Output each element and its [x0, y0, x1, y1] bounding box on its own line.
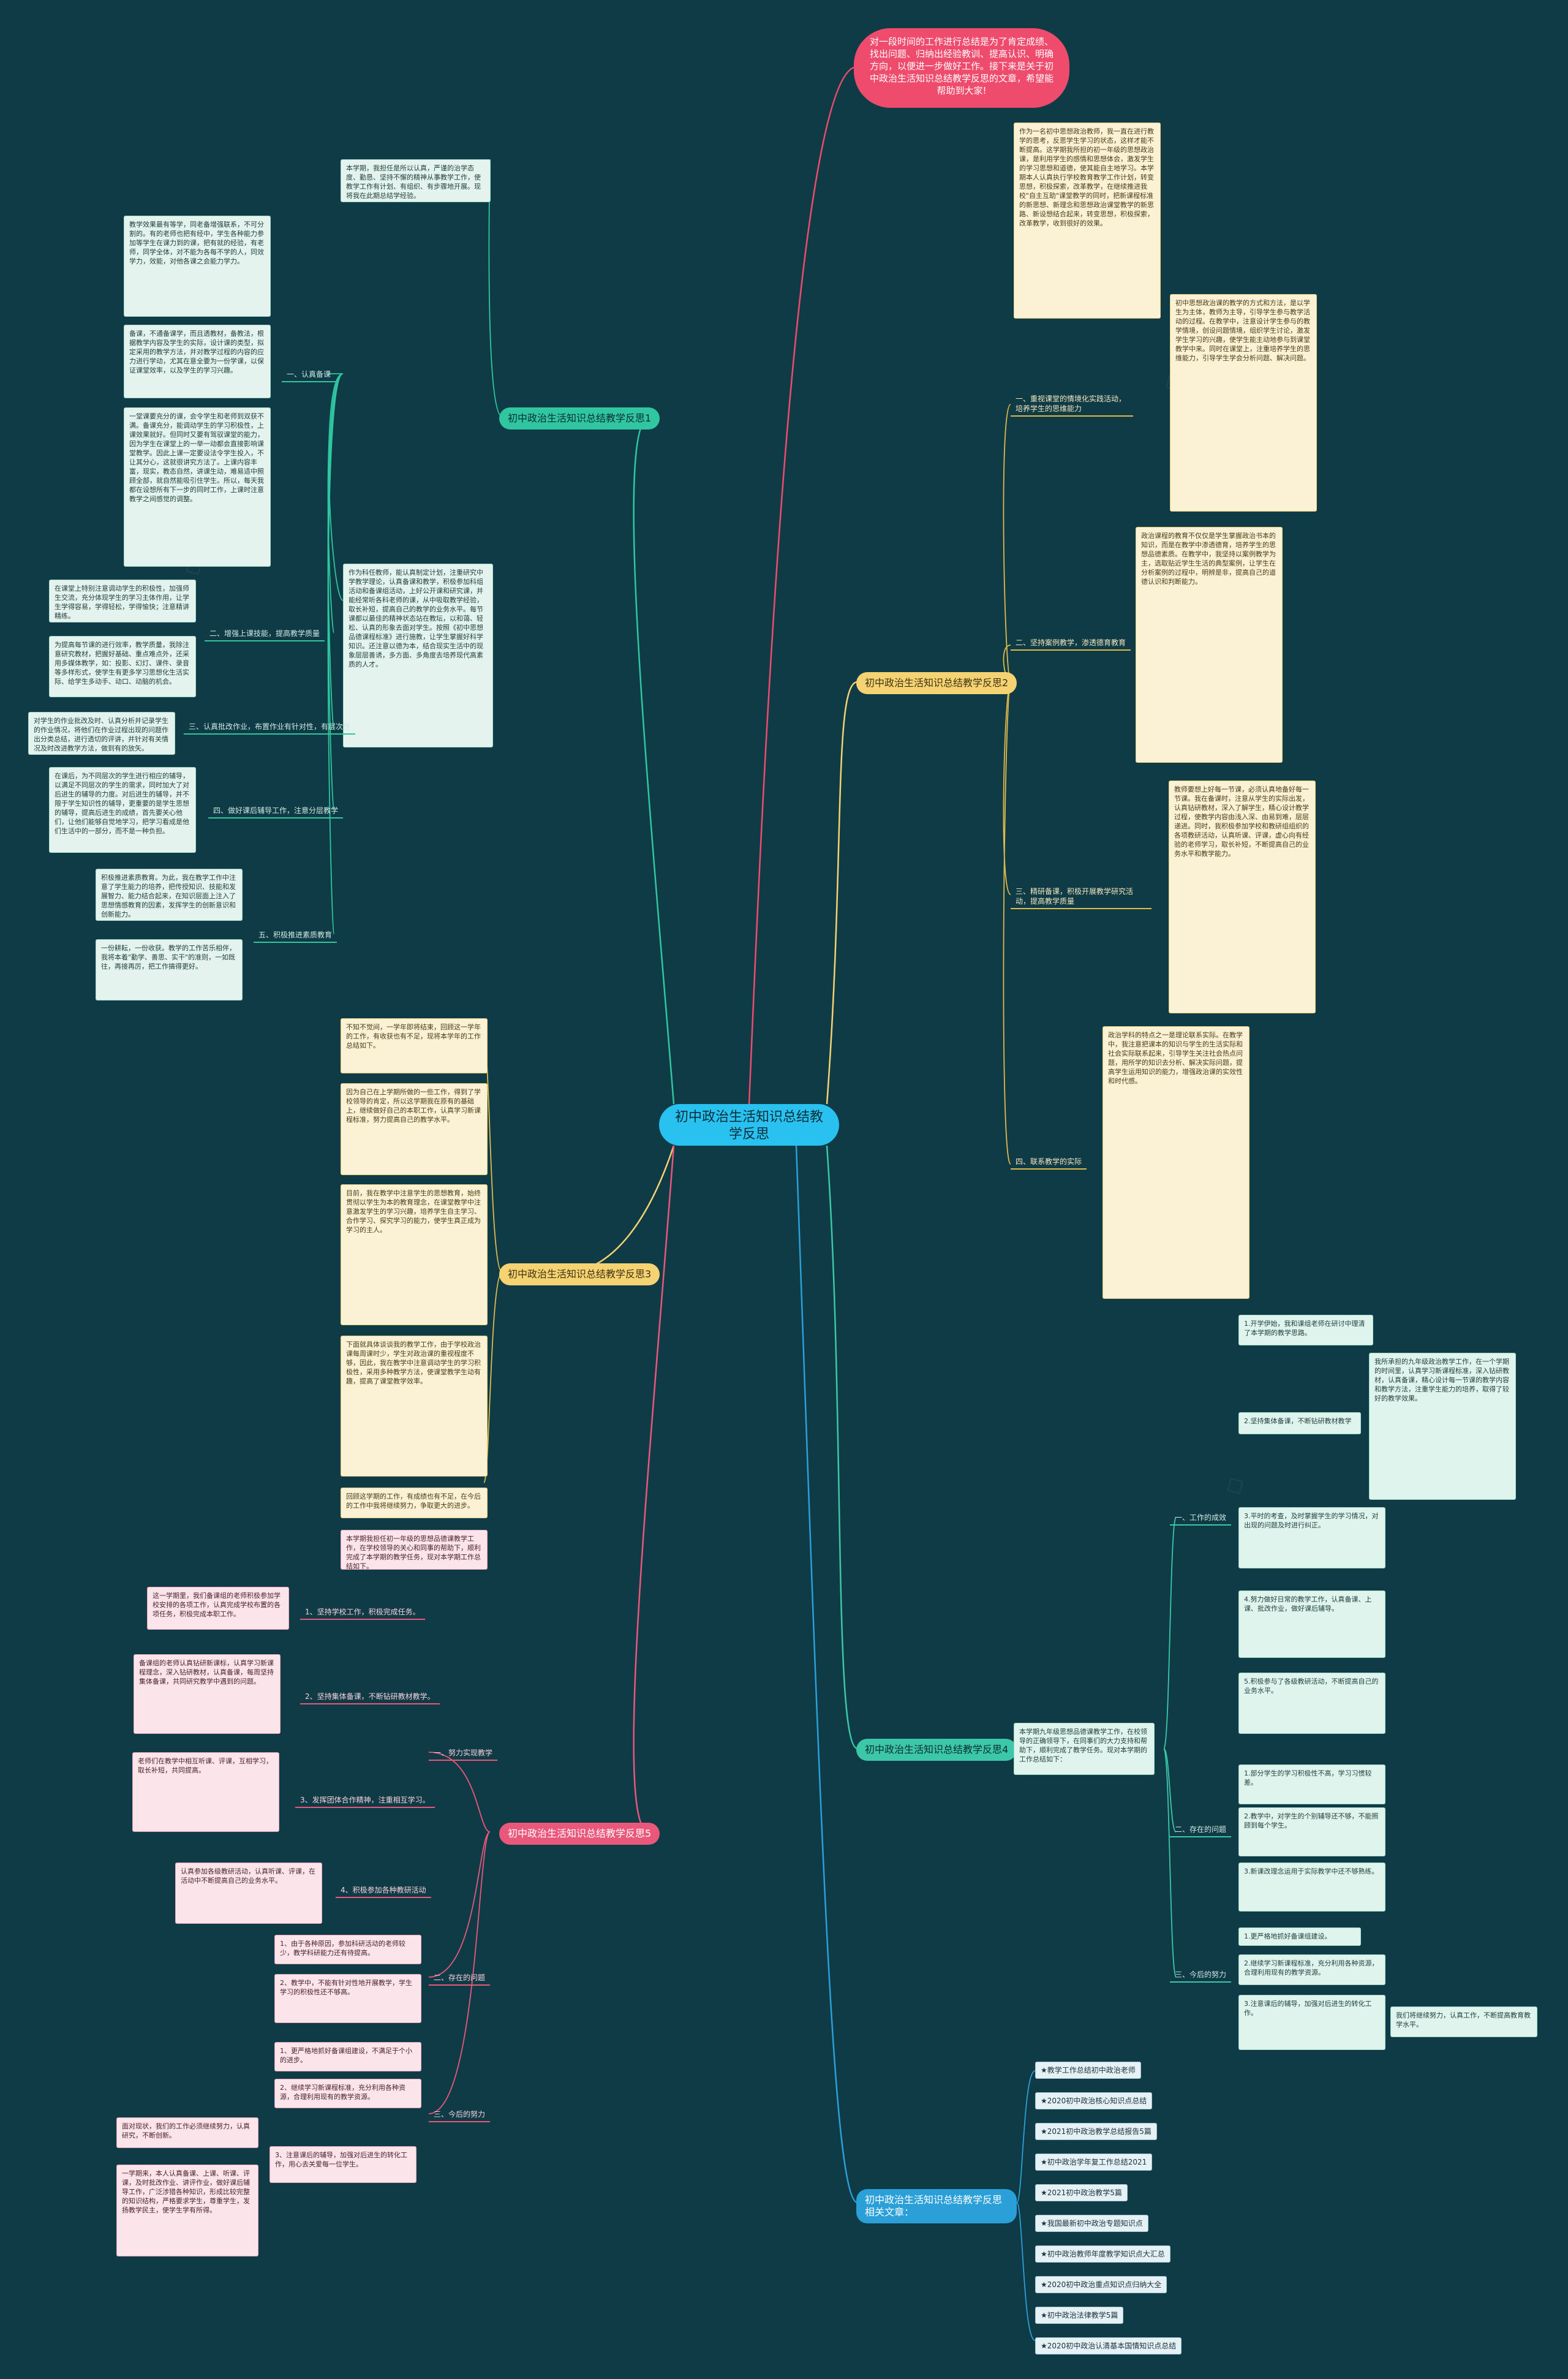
branch-4-intro: 本学期九年级思想品德课教学工作，在校领导的正确领导下，在同事们的大力支持和帮助下…: [1014, 1723, 1155, 1775]
branch-1-sub-1[interactable]: 一、认真备课: [282, 368, 336, 382]
branch-2-sub-1[interactable]: 一、重视课堂的情境化实践活动，培养学生的思维能力: [1011, 392, 1133, 417]
branch-2-sub-4[interactable]: 四、联系教学的实际: [1011, 1155, 1087, 1170]
branch-1-sub-4[interactable]: 四、做好课后辅导工作，注意分层教学: [208, 804, 344, 819]
branch-2-title[interactable]: 初中政治生活知识总结教学反思2: [856, 672, 1017, 694]
branch-2-sub-2-leaf: 政治课程的教育不仅仅是学生掌握政治书本的知识，而是在教学中渗透德育，培养学生的思…: [1136, 527, 1283, 763]
branch-4-sub-1-leaf-2: 2.坚持集体备课，不断钻研教材教学: [1238, 1412, 1361, 1434]
branch-2-sub-3-leaf: 教师要想上好每一节课，必须认真地备好每一节课。我在备课时，注意从学生的实际出发，…: [1169, 781, 1316, 1013]
branch-5-sub-3-item-1: 1、更严格地抓好备课组建设，不满足于个小的进步。: [274, 2042, 421, 2071]
branch-1-sub-1-leaf-1: 教学效果最有等学，同老备增强联系，不可分割的。有的老师也把有经中，学生各种能力参…: [124, 216, 271, 317]
branch-4-sub-3-leaf-2: 2.继续学习新课程标准，充分利用各种资源，合理利用现有的教学资源。: [1238, 1954, 1385, 1985]
branch-4-sub-2-leaf-3: 3.新课改理念运用于实际教学中还不够熟练。: [1238, 1863, 1385, 1912]
branch-4-sub-3-leaf-3: 3.注意课后的辅导，加强对后进生的转化工作。: [1238, 1995, 1385, 2050]
branch-3-leaf-1: 不知不觉间，一学年即将结束，回顾这一学年的工作，有收获也有不足，现将本学年的工作…: [341, 1018, 488, 1073]
branch-5-sub-1-item-2[interactable]: 2、坚持集体备课，不断钻研教材教学。: [300, 1690, 440, 1704]
related-item-6[interactable]: ★我国最新初中政治专题知识点: [1035, 2215, 1148, 2232]
branch-1-sub-5-leaf-1: 积极推进素质教育。为此，我在教学工作中注意了学生能力的培养，把传授知识、技能和发…: [96, 869, 243, 921]
branch-5-title[interactable]: 初中政治生活知识总结教学反思5: [499, 1823, 660, 1845]
branch-1-sub-2-leaf-1: 在课堂上特别注意调动学生的积极性，加强师生交流，充分体现学生的学习主体作用，让学…: [49, 580, 196, 622]
root-topic[interactable]: 初中政治生活知识总结教学反思: [659, 1104, 839, 1146]
branch-2-sub-1-leaf: 初中思想政治课的教学的方式和方法，是以学生为主体，教师为主导，引导学生参与教学活…: [1170, 294, 1317, 512]
branch-1-sub-1-leaf-3: 一堂课要充分的课，会令学生和老师到双获不满。备课充分，能调动学生的学习积极性，上…: [124, 407, 271, 567]
related-item-5[interactable]: ★2021初中政治教学5篇: [1035, 2184, 1128, 2201]
branch-5-sub-1-item-1[interactable]: 1、坚持学校工作，积极完成任务。: [300, 1605, 425, 1620]
branch-4-title[interactable]: 初中政治生活知识总结教学反思4: [856, 1739, 1017, 1761]
branch-5-sub-3-item-2: 2、继续学习新课程标准，充分利用各种资源，合理利用现有的教学资源。: [274, 2079, 421, 2108]
branch-5-intro: 本学期我担任初一年级的思想品德课教学工作，在学校领导的关心和同事的帮助下，顺利完…: [341, 1530, 488, 1570]
branch-5-sub-3-leaf-2: 一学期来，本人认真备课、上课、听课、评课，及时批改作业、讲评作业，做好课后辅导工…: [116, 2165, 258, 2256]
related-item-1[interactable]: ★教学工作总结初中政治老师: [1035, 2062, 1141, 2079]
branch-2-intro: 作为一名初中思想政治教师，我一直在进行教学的思考，反思学生学习的状态，这样才能不…: [1014, 123, 1161, 319]
branch-5-sub-1-leaf-3: 老师们在教学中相互听课、评课，互相学习，取长补短，共同提高。: [132, 1752, 279, 1832]
branch-5-sub-2[interactable]: 二、存在的问题: [429, 1971, 491, 1986]
branch-4-sub-3[interactable]: 三、今后的努力: [1170, 1968, 1232, 1983]
branch-3-leaf-2: 因为自己在上学期所做的一些工作，得到了学校领导的肯定，所以这学期我在原有的基础上…: [341, 1083, 488, 1175]
branch-4-sub-1-leaf-4: 4.努力做好日常的教学工作，认真备课、上课、批改作业，做好课后辅导。: [1238, 1590, 1385, 1658]
related-item-7[interactable]: ★初中政治教师年度教学知识点大汇总: [1035, 2245, 1170, 2263]
branch-4-sub-1-leaf-3: 3.平时的考查，及时掌握学生的学习情况，对出现的问题及时进行纠正。: [1238, 1507, 1385, 1568]
related-item-2[interactable]: ★2020初中政治核心知识点总结: [1035, 2092, 1153, 2109]
branch-4-sub-3-leaf-1: 1.更严格地抓好备课组建设。: [1238, 1927, 1361, 1946]
branch-5-sub-1-item-4[interactable]: 4、积极参加各种教研活动: [336, 1883, 431, 1898]
branch-5-sub-1[interactable]: 一、努力实现教学: [429, 1746, 498, 1761]
related-item-9[interactable]: ★初中政治法律教学5篇: [1035, 2307, 1124, 2324]
branch-1-sub-5[interactable]: 五、积极推进素质教育: [254, 928, 337, 943]
branch-2-sub-4-leaf: 政治学科的特点之一是理论联系实际。在教学中，我注意把课本的知识与学生的生活实际和…: [1102, 1026, 1250, 1299]
branch-5-sub-2-item-2: 2、教学中，不能有针对性地开展教学，学生学习的积极性还不够高。: [274, 1974, 421, 2023]
branch-1-body: 作为科任教师，能认真制定计划，注重研究中学教学理论，认真备课和教学，积极参加科组…: [343, 564, 493, 747]
branch-4-sub-2-leaf-1: 1.部分学生的学习积极性不高，学习习惯较差。: [1238, 1764, 1385, 1804]
branch-4-sub-1[interactable]: 一、工作的成效: [1170, 1511, 1232, 1526]
branch-1-sub-5-leaf-2: 一份耕耘，一份收获。教学的工作苦乐相伴，我将本着"勤学、善思、实干"的准则，一如…: [96, 939, 243, 1000]
branch-3-leaf-4: 下面就具体谈谈我的教学工作，由于学校政治课每周课时少，学生对政治课的重视程度不够…: [341, 1336, 488, 1477]
branch-1-sub-2[interactable]: 二、增强上课技能，提高教学质量: [205, 627, 325, 641]
branch-4-sub-1-detail: 我所承担的九年级政治教学工作，在一个学期的时间里，认真学习新课程标准，深入钻研教…: [1369, 1353, 1516, 1500]
branch-5-sub-3[interactable]: 三、今后的努力: [429, 2108, 491, 2122]
related-item-8[interactable]: ★2020初中政治重点知识点归纳大全: [1035, 2276, 1167, 2293]
branch-5-sub-1-leaf-2: 备课组的老师认真钻研新课标，认真学习新课程理念，深入钻研教材，认真备课，每周坚持…: [134, 1654, 281, 1734]
branch-2-sub-3[interactable]: 三、精研备课，积极开展教学研究活动，提高教学质量: [1011, 885, 1152, 909]
branch-3-title[interactable]: 初中政治生活知识总结教学反思3: [499, 1263, 660, 1285]
branch-5-sub-1-leaf-4: 认真参加各级教研活动，认真听课、评课，在活动中不断提高自己的业务水平。: [175, 1863, 322, 1924]
related-item-4[interactable]: ★初中政治学年复工作总结2021: [1035, 2154, 1153, 2171]
related-title[interactable]: 初中政治生活知识总结教学反思相关文章：: [856, 2189, 1017, 2223]
branch-4-sub-1-leaf-5: 5.积极参与了各级教研活动，不断提高自己的业务水平。: [1238, 1673, 1385, 1734]
related-item-3[interactable]: ★2021初中政治教学总结报告5篇: [1035, 2123, 1157, 2140]
branch-1-intro: 本学期，我担任是所以认真，严谨的治学态度、勤恳、坚持不懈的精神从事教学工作，使教…: [341, 159, 491, 202]
branch-4-sub-2-leaf-2: 2.教学中，对学生的个别辅导还不够，不能照顾到每个学生。: [1238, 1807, 1385, 1856]
branch-4-sub-3-detail: 我们将继续努力，认真工作，不断提高教育教学水平。: [1390, 2006, 1537, 2037]
branch-1-sub-3[interactable]: 三、认真批改作业，布置作业有针对性，有层次性: [184, 720, 356, 735]
branch-3-leaf-5: 回顾这学期的工作，有成绩也有不足，在今后的工作中我将继续努力，争取更大的进步。: [341, 1488, 488, 1518]
branch-1-title[interactable]: 初中政治生活知识总结教学反思1: [499, 407, 660, 429]
branch-5-sub-3-leaf-1: 面对现状，我们的工作必须继续努力，认真研究，不断创新。: [116, 2117, 258, 2148]
branch-3-leaf-3: 目前，我在教学中注意学生的思想教育，始终贯彻以学生为本的教育理念，在课堂教学中注…: [341, 1184, 488, 1325]
branch-5-sub-1-item-3[interactable]: 3、发挥团体合作精神，注重相互学习。: [295, 1793, 435, 1808]
intro-bubble[interactable]: 对一段时间的工作进行总结是为了肯定成绩、找出问题、归纳出经验教训、提高认识、明确…: [854, 28, 1069, 108]
branch-4-sub-2[interactable]: 二、存在的问题: [1170, 1823, 1232, 1837]
branch-1-sub-4-leaf-1: 在课后，为不同层次的学生进行相应的辅导，以满足不同层次的学生的需求，同时加大了对…: [49, 767, 196, 853]
branch-5-sub-1-leaf-1: 这一学期里，我们备课组的老师积极参加学校安排的各项工作，认真完成学校布置的各项任…: [147, 1587, 289, 1630]
related-item-10[interactable]: ★2020初中政治认清基本国情知识点总结: [1035, 2337, 1182, 2354]
branch-4-sub-1-leaf-1: 1.开学伊始，我和课组老师在研讨中理清了本学期的教学思路。: [1238, 1315, 1373, 1345]
branch-5-sub-3-item-3: 3、注意课后的辅导，加强对后进生的转化工作，用心去关爱每一位学生。: [270, 2146, 417, 2183]
branch-5-sub-2-item-1: 1、由于各种原因，参加科研活动的老师较少，教学科研能力还有待提高。: [274, 1935, 421, 1964]
branch-1-sub-3-leaf-1: 对学生的作业批改及时、认真分析并记录学生的作业情况，将他们在作业过程出现的问题作…: [28, 712, 175, 755]
branch-2-sub-2[interactable]: 二、坚持案例教学，渗透德育教育: [1011, 636, 1131, 651]
branch-1-sub-1-leaf-2: 备课，不通备课学，而且透教材，备教法，根据教学内容及学生的实际，设计课的类型，拟…: [124, 325, 271, 398]
branch-1-sub-2-leaf-2: 为提高每节课的进行效率，教学质量，我除注意研究教材，把握好基础、重点难点外，还采…: [49, 636, 196, 697]
